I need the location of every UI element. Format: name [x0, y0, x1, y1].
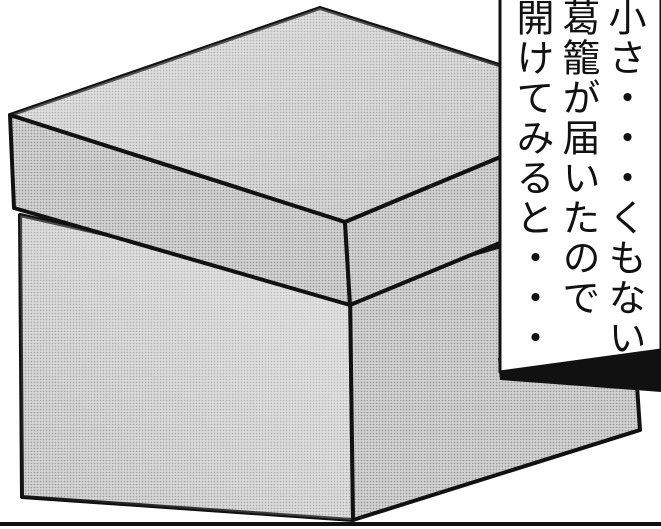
caption-line: 小さ・・・くもない: [602, 0, 646, 358]
caption-line: 開けてみると・・・: [510, 0, 554, 358]
caption-line: 葛籠が届いたので: [556, 0, 600, 318]
caption-text: 小さ・・・くもない 葛籠が届いたので 開けてみると・・・: [509, 0, 647, 358]
caption-box: [498, 0, 661, 374]
caption-area: 小さ・・・くもない 葛籠が届いたので 開けてみると・・・: [502, 0, 661, 376]
